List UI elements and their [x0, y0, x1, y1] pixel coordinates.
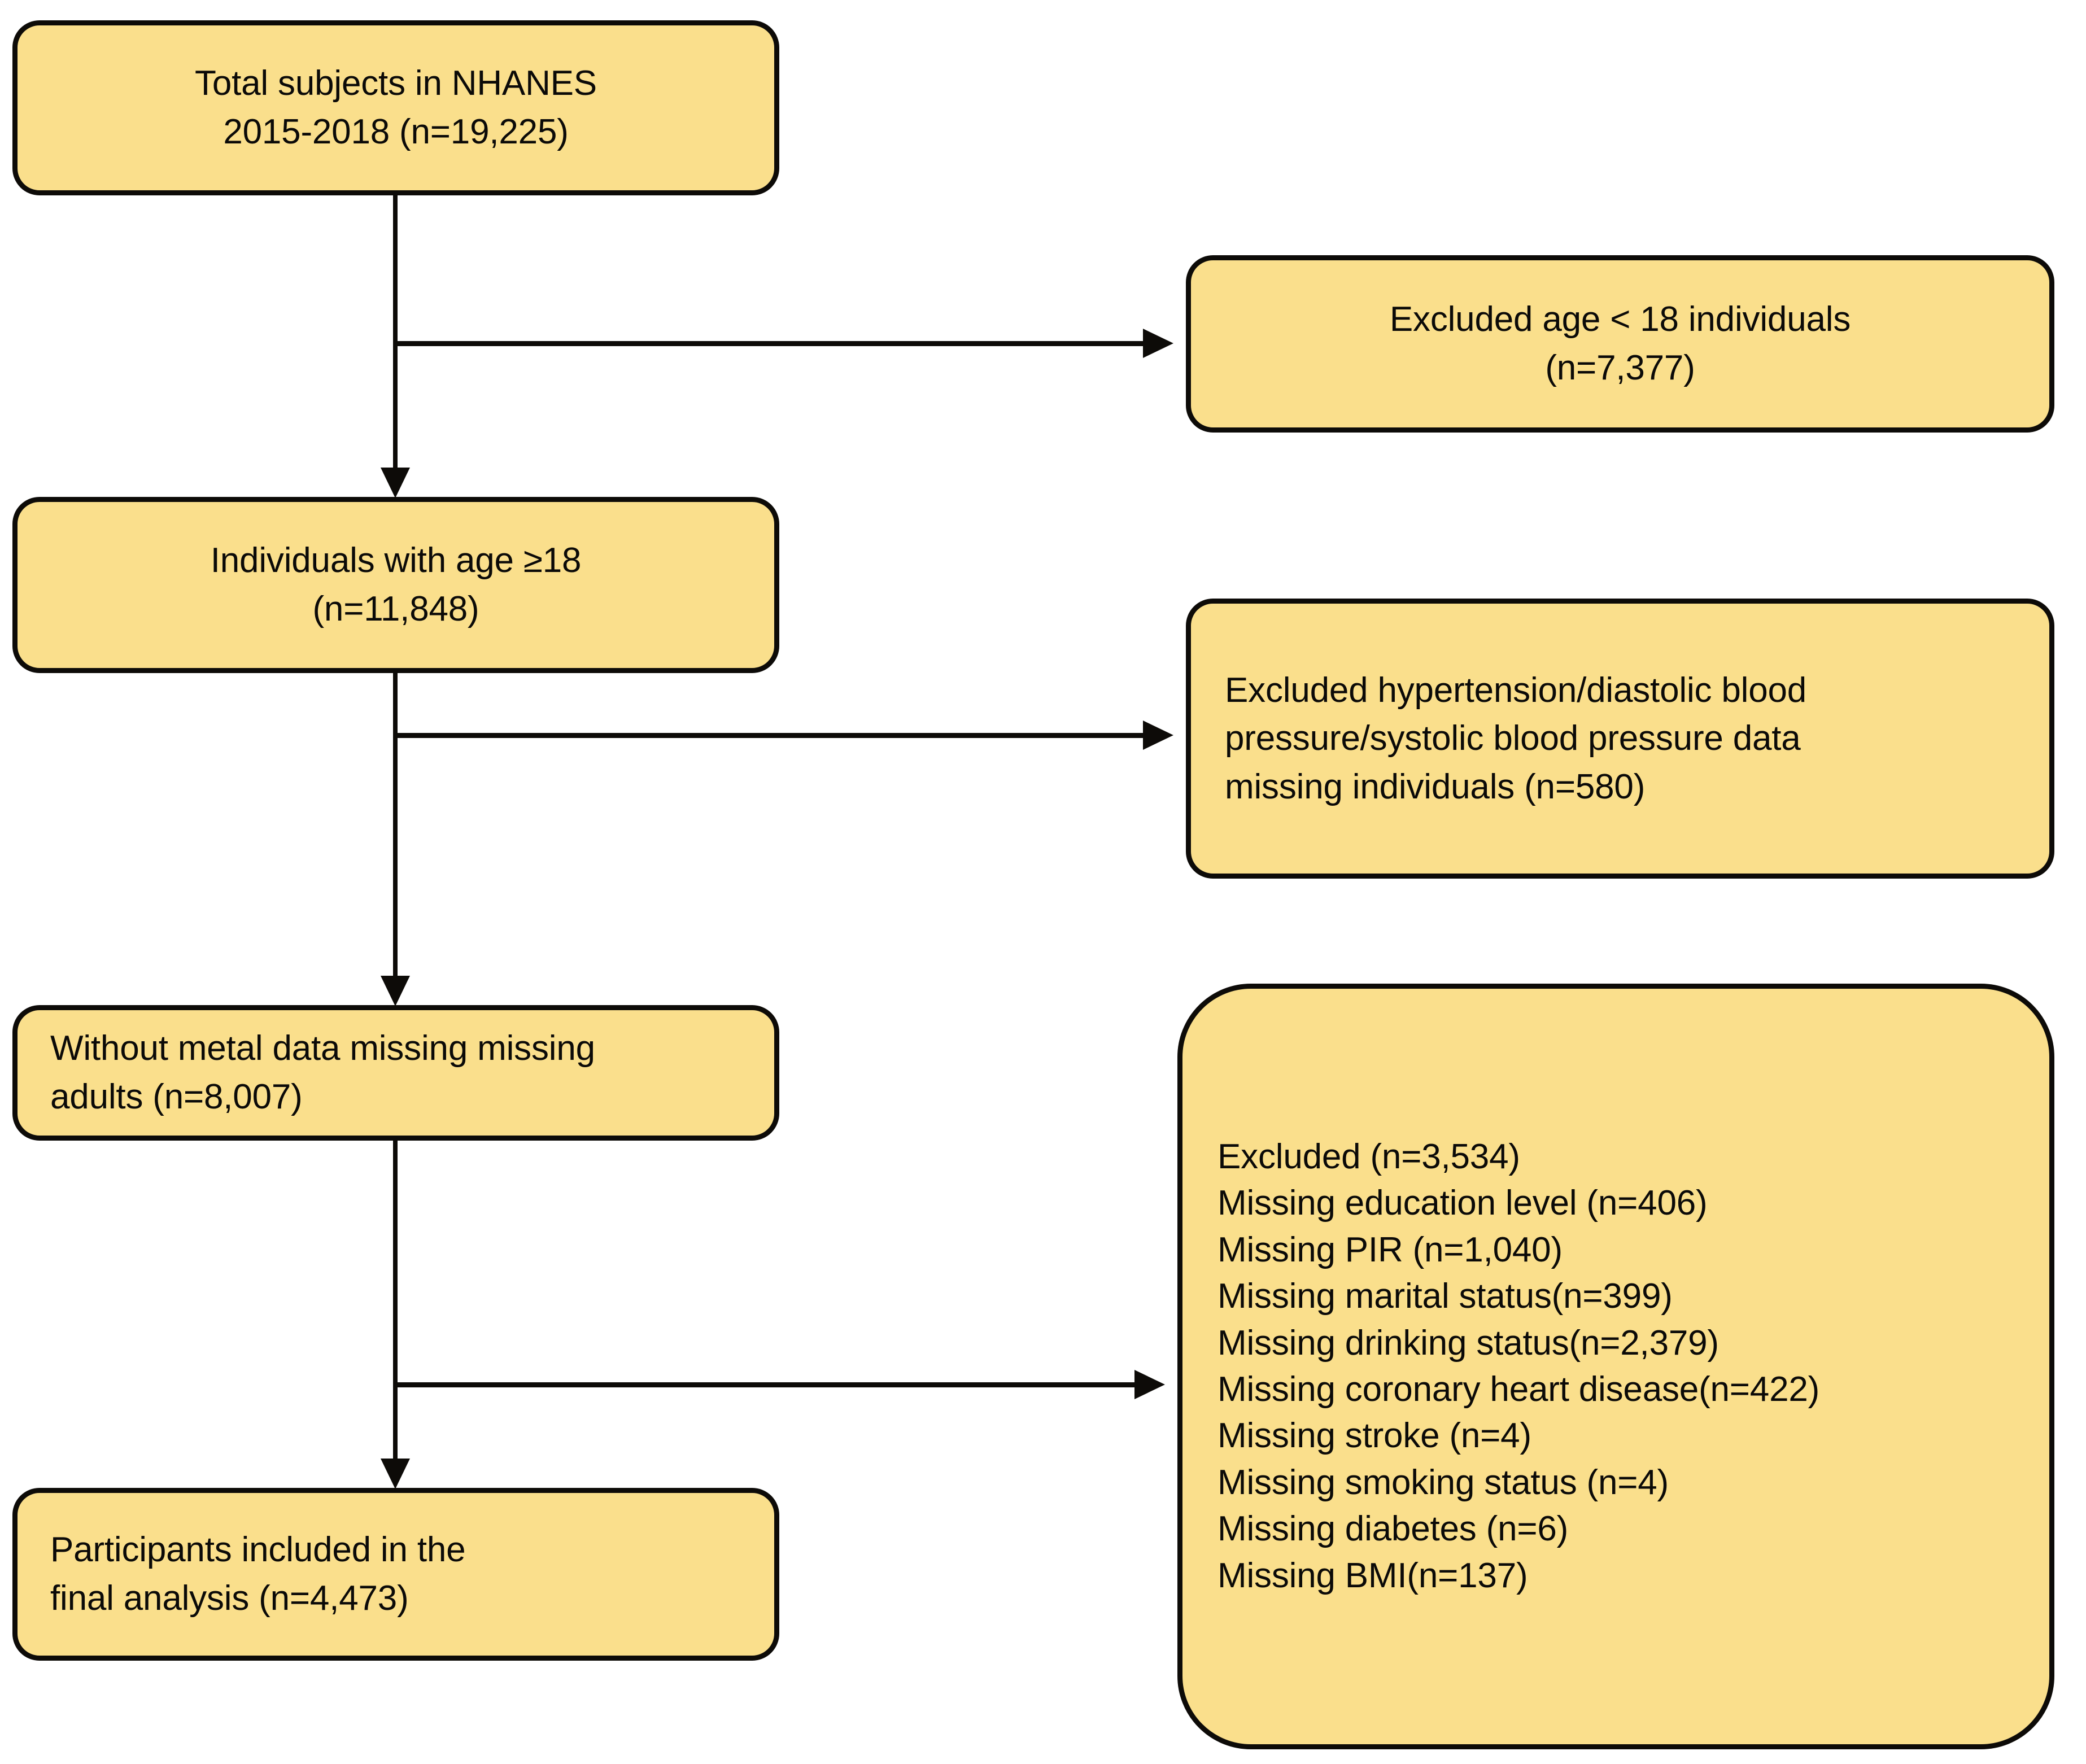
node-age-18-plus: Individuals with age ≥18 (n=11,848) — [12, 497, 779, 673]
excluded-breakdown-item: Missing drinking status(n=2,379) — [1217, 1323, 1719, 1363]
excluded-breakdown-item: Missing BMI(n=137) — [1217, 1556, 1528, 1595]
node-excluded-blood-pressure: Excluded hypertension/diastolic blood pr… — [1186, 599, 2054, 879]
excluded-breakdown-list: Excluded (n=3,534) Missing education leve… — [1217, 1134, 2014, 1600]
arrowhead-excluded-age — [1143, 329, 1173, 358]
excluded-breakdown-item: Missing coronary heart disease(n=422) — [1217, 1370, 1820, 1409]
arrowhead-to-metal — [381, 976, 410, 1006]
arrowhead-excluded-list — [1134, 1370, 1165, 1399]
connector-branch-excluded-bp — [395, 733, 1144, 738]
node-excluded-blood-pressure-line1: Excluded hypertension/diastolic blood — [1225, 670, 1807, 710]
arrowhead-to-final — [381, 1459, 410, 1489]
excluded-breakdown-item: Missing PIR (n=1,040) — [1217, 1230, 1563, 1269]
node-without-metal-missing: Without metal data missing missing adult… — [12, 1005, 779, 1141]
connector-metal-to-final — [393, 1141, 398, 1462]
connector-total-to-age18 — [393, 195, 398, 471]
excluded-breakdown-item: Missing diabetes (n=6) — [1217, 1509, 1569, 1549]
node-without-metal-missing-line2: adults (n=8,007) — [50, 1077, 303, 1116]
node-without-metal-missing-line1: Without metal data missing missing — [50, 1029, 595, 1068]
node-final-participants-line2: final analysis (n=4,473) — [50, 1579, 409, 1618]
node-age-18-plus-line2: (n=11,848) — [312, 590, 479, 628]
excluded-breakdown-item: Missing education level (n=406) — [1217, 1184, 1708, 1223]
excluded-breakdown-item: Missing marital status(n=399) — [1217, 1277, 1673, 1316]
node-age-18-plus-line1: Individuals with age ≥18 — [210, 541, 582, 580]
excluded-breakdown-item: Missing smoking status (n=4) — [1217, 1462, 1669, 1502]
node-excluded-age: Excluded age < 18 individuals (n=7,377) — [1186, 255, 2054, 433]
connector-branch-excluded-age — [395, 341, 1144, 346]
node-excluded-age-line2: (n=7,377) — [1545, 348, 1695, 387]
connector-branch-excluded-list — [395, 1382, 1135, 1387]
node-excluded-blood-pressure-line2: pressure/systolic blood pressure data — [1225, 719, 1801, 758]
excluded-breakdown-item: Missing stroke (n=4) — [1217, 1416, 1531, 1456]
connector-age18-to-metal — [393, 672, 398, 980]
node-excluded-breakdown: Excluded (n=3,534) Missing education leve… — [1177, 984, 2054, 1749]
node-total-subjects: Total subjects in NHANES 2015-2018 (n=19… — [12, 20, 779, 195]
arrowhead-excluded-bp — [1143, 721, 1173, 750]
node-final-participants-line1: Participants included in the — [50, 1530, 466, 1570]
node-excluded-age-line1: Excluded age < 18 individuals — [1389, 300, 1851, 339]
node-total-subjects-line1: Total subjects in NHANES — [195, 64, 597, 103]
arrowhead-to-age18 — [381, 468, 410, 498]
node-total-subjects-line2: 2015-2018 (n=19,225) — [223, 112, 569, 151]
node-excluded-blood-pressure-line3: missing individuals (n=580) — [1225, 767, 1646, 806]
node-final-participants: Participants included in the final analy… — [12, 1488, 779, 1661]
excluded-breakdown-item: Excluded (n=3,534) — [1217, 1137, 1520, 1176]
